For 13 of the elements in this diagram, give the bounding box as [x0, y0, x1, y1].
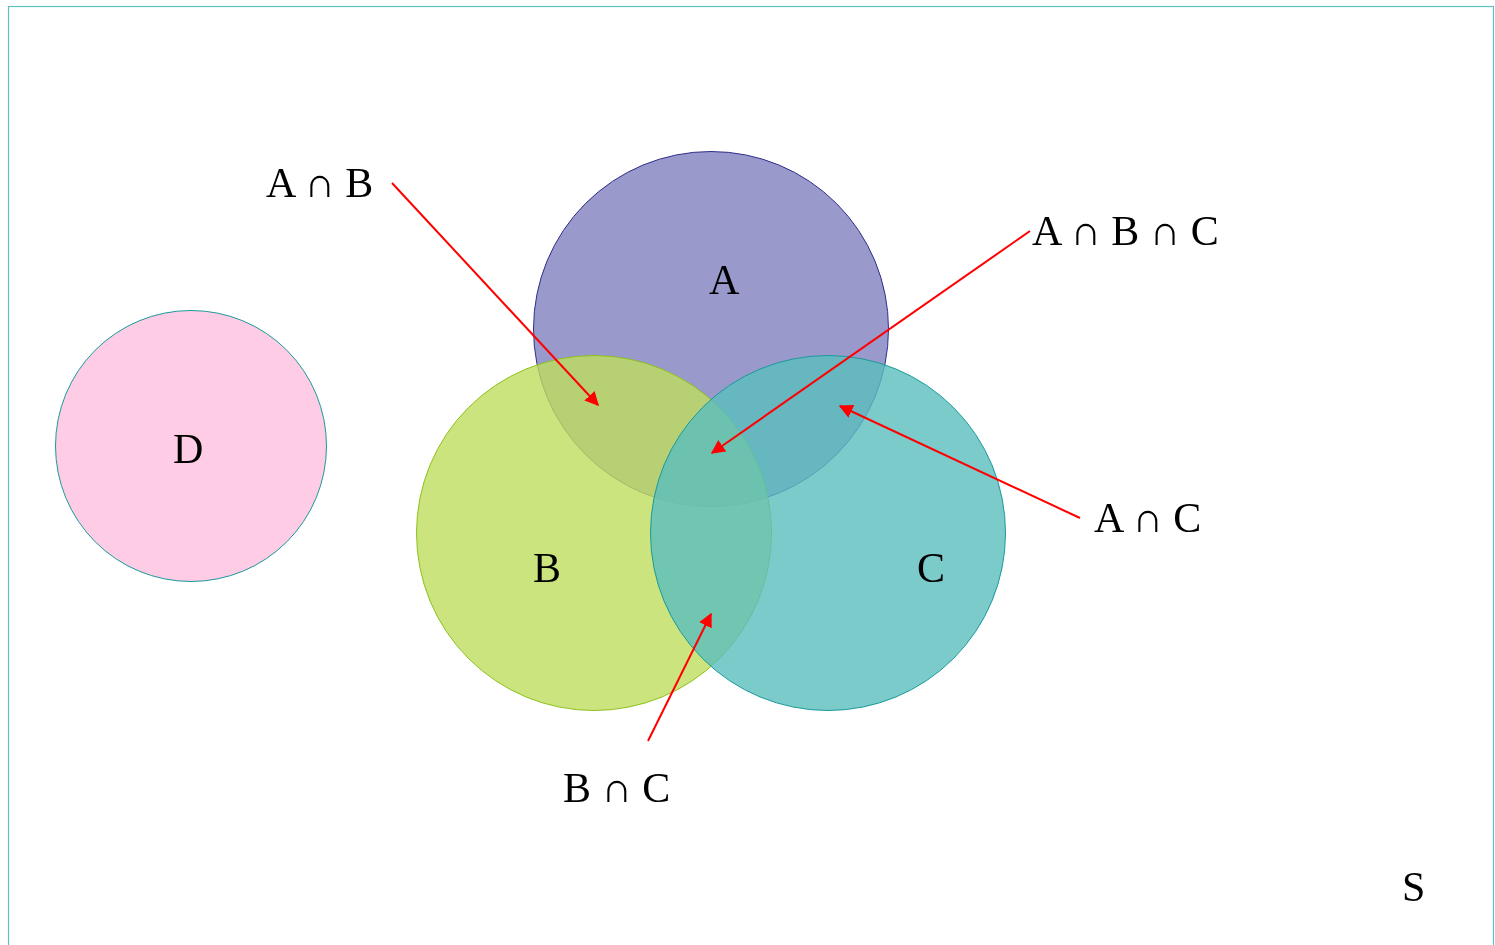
- leader-label: A ∩ B ∩ C: [1032, 210, 1219, 252]
- set-label: D: [173, 428, 204, 470]
- set-label: B: [533, 547, 561, 589]
- set-label: A: [709, 259, 740, 301]
- set-label: C: [917, 547, 945, 589]
- set-label: S: [1402, 866, 1426, 908]
- leader-label: B ∩ C: [563, 767, 671, 809]
- leader-label: A ∩ C: [1094, 497, 1202, 539]
- leader-line: [647, 612, 712, 742]
- leader-line: [391, 182, 599, 407]
- leader-line: [710, 230, 1031, 454]
- leader-line: [838, 405, 1081, 519]
- leader-label: A ∩ B: [266, 162, 374, 204]
